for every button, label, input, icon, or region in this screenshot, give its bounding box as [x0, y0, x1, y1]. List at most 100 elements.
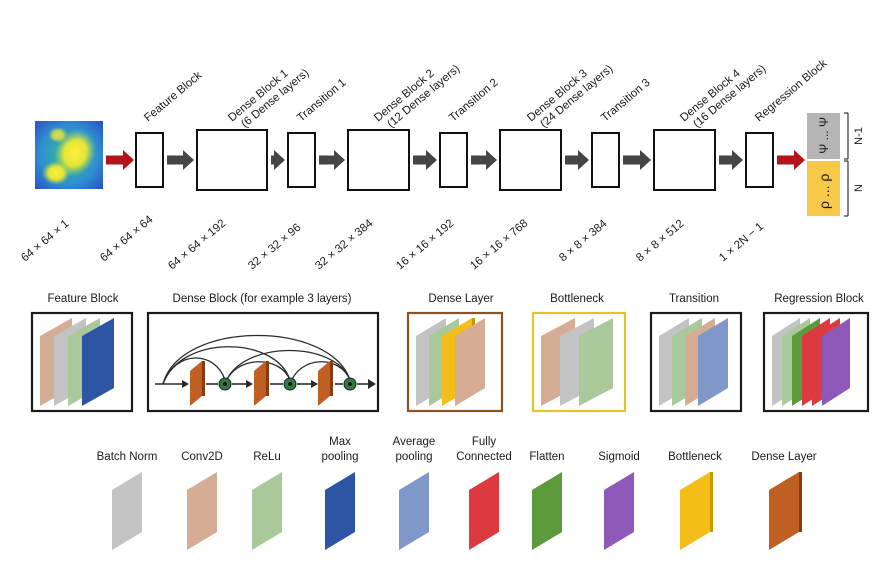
layer-slab	[82, 318, 114, 406]
legend-swatch	[187, 472, 217, 550]
component-title: Regression Block	[774, 293, 864, 305]
pipeline-stage-box	[196, 129, 268, 191]
component-title: Feature Block	[48, 293, 119, 305]
stage-label: Dense Block 3(24 Dense layers)	[525, 53, 615, 134]
flow-arrow	[471, 150, 497, 170]
dense-layer-shape	[318, 361, 333, 406]
pipeline-stage-box	[591, 132, 620, 188]
legend-label: ReLu	[253, 451, 281, 463]
output-upper-segment	[807, 113, 840, 159]
dimension-label: 8 × 8 × 512	[634, 218, 686, 265]
legend-item: Sigmoid	[598, 451, 640, 550]
pipeline-stage-box	[347, 129, 410, 191]
pipeline-stage-box	[499, 129, 562, 191]
stage-label: Transition 2	[447, 77, 500, 125]
pipeline-stage-box	[287, 132, 316, 188]
input-image	[35, 121, 103, 189]
component-title: Dense Layer	[428, 293, 493, 305]
layer-stack	[416, 318, 485, 406]
legend-item: Batch Norm	[97, 451, 158, 550]
dense-layer-shape	[190, 361, 205, 406]
output-upper-symbol: Ψ ... Ψ	[817, 117, 831, 154]
legend-label: Batch Norm	[97, 451, 158, 463]
layer-slab	[822, 318, 850, 406]
legend-label: Conv2D	[181, 451, 223, 463]
layer-slab	[698, 318, 728, 406]
flow-arrow	[271, 150, 285, 170]
flow-arrow	[167, 150, 194, 170]
pipeline-stage-box	[653, 129, 716, 191]
dimension-label: 64 × 64 × 192	[166, 217, 228, 272]
output-arrow	[777, 150, 805, 170]
legend-swatch	[532, 472, 562, 550]
legend-swatch	[680, 472, 713, 550]
layer-slab	[455, 318, 485, 406]
flow-arrow	[565, 150, 589, 170]
legend-swatch	[769, 472, 802, 550]
legend-swatch	[604, 472, 634, 550]
pipeline-stage-labels: Feature Block Dense Block 1(6 Dense layer…	[142, 53, 829, 134]
dimension-label: 16 × 16 × 768	[468, 217, 530, 272]
flow-arrow	[413, 150, 437, 170]
flow-arrow	[719, 150, 743, 170]
dimension-label: 1 × 2N − 1	[717, 221, 766, 265]
flow-arrow	[623, 150, 651, 170]
dimension-label: 8 × 8 × 384	[557, 217, 610, 264]
component-title: Bottleneck	[550, 293, 604, 305]
flow-arrow	[319, 150, 345, 170]
input-arrow	[106, 150, 134, 170]
layer-slab	[579, 318, 613, 406]
stage-label: Dense Block 1(6 Dense layers)	[226, 57, 311, 134]
dimension-label: 64 × 64 × 64	[98, 213, 156, 264]
stage-label: Feature Block	[142, 69, 204, 124]
dense-layer-shape	[254, 361, 269, 406]
dimension-label: 64 × 64 × 1	[19, 218, 71, 265]
component-title: Dense Block (for example 3 layers)	[173, 293, 352, 305]
legend-swatch	[252, 472, 282, 550]
legend-item: Conv2D	[181, 451, 223, 550]
component-stacks	[40, 318, 850, 406]
legend-item: Bottleneck	[668, 451, 722, 550]
stage-label: Dense Block 2(12 Dense layers)	[372, 53, 462, 134]
output-vector: Ψ ... Ψ ρ ... ρ N-1 N	[807, 112, 865, 217]
component-titles: Feature Block Dense Block (for example 3 …	[48, 293, 864, 305]
output-lower-segment	[807, 161, 840, 216]
layer-stack	[541, 318, 613, 406]
output-lower-symbol: ρ ... ρ	[816, 174, 832, 209]
pipeline-row	[106, 129, 805, 191]
legend-item: Flatten	[529, 451, 565, 550]
component-title: Transition	[669, 293, 719, 305]
legend-item: ReLu	[252, 451, 282, 550]
layer-stack	[659, 318, 728, 406]
legend-swatch	[325, 472, 355, 550]
stage-label: Transition 3	[599, 77, 652, 125]
stage-label: Dense Block 4(16 Dense layers)	[678, 53, 768, 134]
stage-label: Transition 1	[295, 77, 348, 125]
legend-label: Dense Layer	[751, 451, 816, 463]
dimension-label: 16 × 16 × 192	[394, 217, 456, 272]
dimension-label: 32 × 32 × 384	[313, 217, 376, 272]
layer-stack	[40, 318, 114, 406]
legend-label: Sigmoid	[598, 451, 640, 463]
legend-swatch	[399, 472, 429, 550]
output-upper-label: N-1	[853, 127, 865, 145]
pipeline-stage-box	[439, 132, 468, 188]
legend-swatch	[112, 472, 142, 550]
legend-label: Flatten	[529, 451, 564, 463]
pipeline-stage-box	[135, 132, 164, 188]
output-lower-label: N	[853, 184, 865, 192]
legend-swatch	[469, 472, 499, 550]
dense-block-example	[155, 334, 376, 406]
legend-label: Bottleneck	[668, 451, 722, 463]
layer-stack	[772, 318, 850, 406]
dimension-label: 32 × 32 × 96	[246, 222, 303, 273]
